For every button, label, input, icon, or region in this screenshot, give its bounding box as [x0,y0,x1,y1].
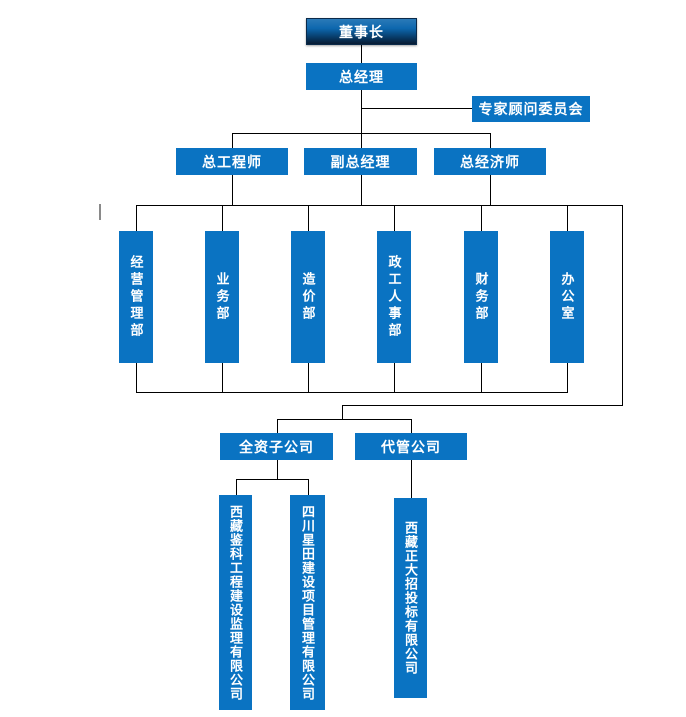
node-company-sichuan-xingtian: 四川星田建设项目管理有限公司 [290,495,325,710]
connector-chief-engineer-down [232,175,233,205]
connector-dept1-top [136,205,137,231]
node-label: 财务部 [473,271,489,323]
connector-dept5-bottom [481,363,482,392]
connector-chairman-gm [361,45,362,63]
connector-wholly-owned-down [277,460,278,479]
connector-dept-bottom-bar [136,392,568,393]
connector-row3-to-chief-economist [490,133,491,148]
connector-dept5-top [481,205,482,231]
connector-elbow-bar [342,405,623,406]
node-dept-cost-engineering: 造价部 [291,231,325,363]
node-label: 业务部 [214,271,230,323]
node-wholly-owned-group: 全资子公司 [220,433,333,460]
node-label: 西藏鉴科工程建设监理有限公司 [228,504,243,701]
node-label: 办公室 [559,271,575,323]
connector-row3-to-chief-engineer [232,133,233,148]
node-company-tibet-zhengda: 西藏正大招投标有限公司 [394,498,427,698]
connector-dept6-bottom [567,363,568,392]
node-dept-finance: 财务部 [464,231,498,363]
node-label: 政工人事部 [386,254,402,340]
node-chairman: 董事长 [306,18,417,45]
connector-dept2-bottom [222,363,223,392]
node-label: 专家顾问委员会 [478,101,584,117]
node-dept-business: 业务部 [205,231,239,363]
node-deputy-general-manager: 副总经理 [304,148,417,175]
node-dept-office: 办公室 [550,231,584,363]
connector-to-company1 [236,479,237,495]
node-label: 总工程师 [202,153,262,170]
node-label: 总经济师 [460,153,520,170]
connector-right-drop [622,205,623,406]
connector-gm-down [361,90,362,148]
node-company-tibet-jianke: 西藏鉴科工程建设监理有限公司 [219,495,252,710]
connector-to-managed [411,419,412,433]
connector-dept3-top [308,205,309,231]
node-label: 全资子公司 [239,438,314,455]
node-label: 董事长 [339,23,384,40]
node-chief-engineer: 总工程师 [176,148,288,175]
node-label: 总经理 [339,68,384,85]
connector-gm-expert [361,108,472,109]
node-label: 西藏正大招投标有限公司 [403,521,418,675]
connector-dept6-top [567,205,568,231]
node-dept-political-personnel: 政工人事部 [377,231,411,363]
node-chief-economist: 总经济师 [434,148,546,175]
connector-dept4-bottom [394,363,395,392]
connector-dept1-bottom [136,363,137,392]
connector-deputy-gm-down [361,175,362,205]
connector-dept4-top [394,205,395,231]
stray-cursor-mark [99,204,101,220]
connector-dept3-bottom [308,363,309,392]
node-label: 经营管理部 [128,254,144,340]
connector-elbow-down [342,405,343,420]
node-general-manager: 总经理 [306,63,417,90]
connector-to-wholly-owned [277,419,278,433]
connector-subsidiary-tbar [236,479,309,480]
node-label: 代管公司 [381,438,441,455]
node-label: 副总经理 [330,153,391,170]
node-managed-group: 代管公司 [355,433,467,460]
node-dept-operations-management: 经营管理部 [119,231,153,363]
node-expert-committee: 专家顾问委员会 [472,96,590,122]
node-label: 四川星田建设项目管理有限公司 [300,504,315,701]
connector-row3-bar [232,133,491,134]
node-label: 造价部 [300,271,316,323]
connector-to-company3 [411,460,412,498]
connector-group-tbar [277,419,412,420]
connector-to-company2 [308,479,309,495]
connector-dept2-top [222,205,223,231]
connector-chief-economist-down [490,175,491,205]
connector-dept-top-bar [136,205,623,206]
